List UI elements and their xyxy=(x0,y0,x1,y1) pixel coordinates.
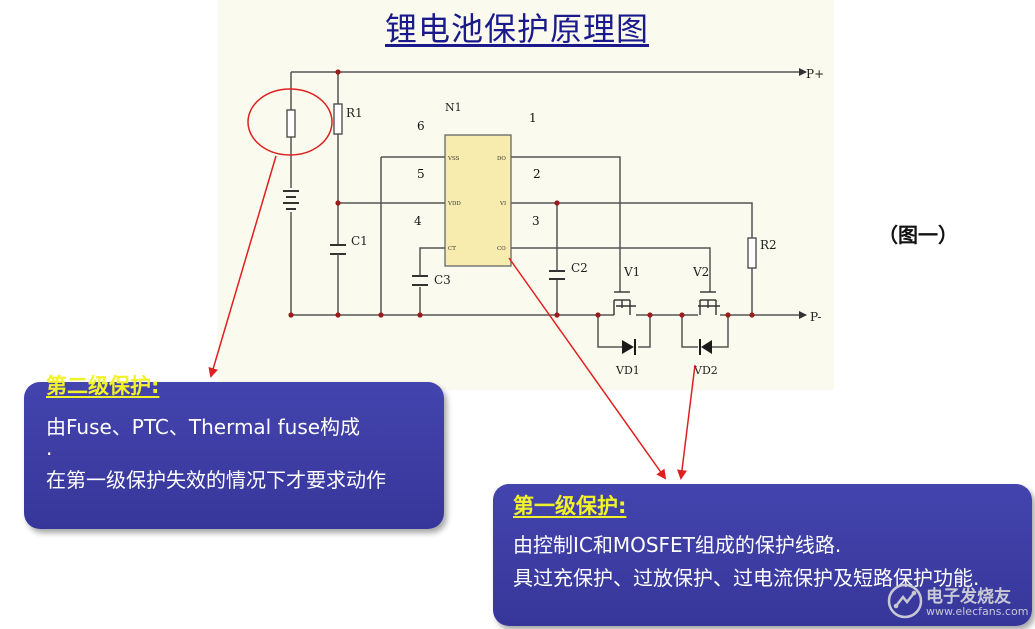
ic-pin-numbers: 1 2 3 4 5 6 xyxy=(414,111,541,228)
svg-text:VI: VI xyxy=(499,201,506,207)
svg-text:P-: P- xyxy=(810,310,821,324)
callout-title-first-level: 第一级保护: xyxy=(513,494,627,518)
svg-text:VDD: VDD xyxy=(447,201,461,207)
arrow-to-first-level-from-ic xyxy=(508,257,667,480)
elecfans-watermark: 电子发烧友 www.elecfans.com xyxy=(886,580,1035,624)
resistor-r2: R2 xyxy=(747,237,777,269)
terminal-p-minus: P- xyxy=(795,310,821,324)
battery-symbol xyxy=(283,190,299,210)
fuse-symbol xyxy=(286,109,296,138)
watermark-url: www.elecfans.com xyxy=(926,605,1029,618)
watermark-name: 电子发烧友 xyxy=(926,587,1011,607)
svg-text:2: 2 xyxy=(533,167,541,181)
page-title: 锂电池保护原理图 xyxy=(385,10,650,48)
figure-label: （图一） xyxy=(878,223,958,247)
callout-second-level-protection: 第二级保护: 由Fuse、PTC、Thermal fuse构成 . 在第一级保护… xyxy=(24,374,444,529)
svg-text:C3: C3 xyxy=(434,273,451,287)
callout-text-line: 由控制IC和MOSFET组成的保护线路. xyxy=(513,533,842,557)
mosfet-v1: V1 xyxy=(613,265,640,315)
svg-text:C1: C1 xyxy=(351,234,368,248)
svg-text:N1: N1 xyxy=(445,101,462,114)
svg-text:VD1: VD1 xyxy=(615,364,640,377)
callout-text-line: . xyxy=(46,436,53,460)
protection-ic-n1: N1 VSS VDD CT DO VI CO xyxy=(444,101,512,267)
svg-text:3: 3 xyxy=(532,214,540,228)
svg-text:P+: P+ xyxy=(806,67,824,81)
svg-text:DO: DO xyxy=(497,156,506,162)
diode-vd1: VD1 xyxy=(615,339,640,377)
svg-text:VD2: VD2 xyxy=(693,364,718,377)
svg-text:R2: R2 xyxy=(760,238,777,252)
mosfet-v2: V2 xyxy=(692,265,720,315)
svg-text:V2: V2 xyxy=(692,265,709,279)
callout-title-second-level: 第二级保护: xyxy=(46,374,160,398)
svg-text:V1: V1 xyxy=(623,265,640,279)
junction-nodes xyxy=(288,69,755,318)
diagram-background xyxy=(218,0,834,390)
svg-text:CO: CO xyxy=(497,246,506,252)
svg-text:1: 1 xyxy=(529,111,537,125)
resistor-r1: R1 xyxy=(333,103,363,135)
arrow-to-first-level-from-mosfet xyxy=(677,364,696,480)
capacitor-c2: C2 xyxy=(549,261,588,280)
svg-text:6: 6 xyxy=(417,119,425,133)
terminal-p-plus: P+ xyxy=(795,67,824,81)
callout-text-line: 在第一级保护失效的情况下才要求动作 xyxy=(46,468,386,492)
annotation-arrows xyxy=(208,155,696,480)
diode-vd2: VD2 xyxy=(693,339,718,377)
svg-text:CT: CT xyxy=(448,246,456,252)
svg-text:4: 4 xyxy=(414,214,422,228)
svg-text:5: 5 xyxy=(417,167,425,181)
fuse-highlight-circle xyxy=(247,88,333,156)
wires xyxy=(290,71,795,348)
svg-text:R1: R1 xyxy=(346,106,363,120)
svg-text:VSS: VSS xyxy=(447,156,460,162)
arrow-to-second-level xyxy=(208,155,277,378)
elecfans-logo-icon xyxy=(887,583,923,619)
capacitor-c3: C3 xyxy=(412,273,451,287)
svg-text:C2: C2 xyxy=(571,261,588,275)
capacitor-c1: C1 xyxy=(330,234,368,258)
callout-text-line: 由Fuse、PTC、Thermal fuse构成 xyxy=(46,415,361,439)
